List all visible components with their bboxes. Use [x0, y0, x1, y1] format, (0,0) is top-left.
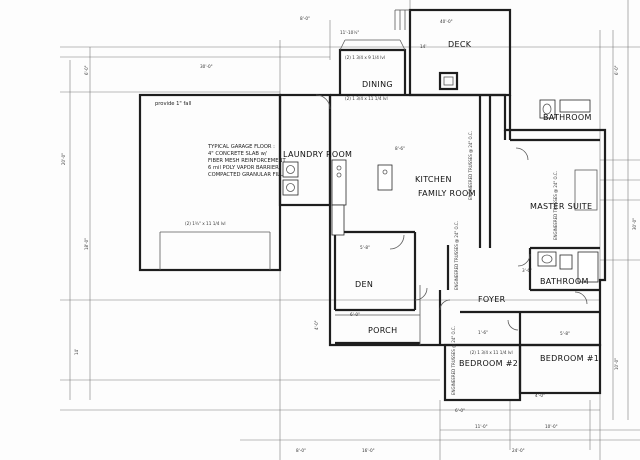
note-garage-floor: COMPACTED GRANULAR FILL — [208, 172, 283, 178]
room-bathroom-top: BATHROOM — [543, 113, 592, 122]
note-garage-floor: TYPICAL GARAGE FLOOR : — [207, 144, 275, 150]
fixtures — [282, 99, 599, 283]
room-family: FAMILY ROOM — [418, 189, 476, 198]
room-den: DEN — [355, 280, 373, 289]
dimension-labels: 8'-0" 40'-0" 30'-0" 14' 11'-10½" 16'-0" … — [61, 16, 637, 453]
note-header-garage: (2) 1¾" x 11 1/4 lvl — [185, 221, 226, 226]
truss-label: ENGINEERED TRUSSES @ 24" O.C. — [468, 131, 473, 200]
truss-label: ENGINEERED TRUSSES @ 24" O.C. — [451, 326, 456, 395]
dim-label: 40'-0" — [440, 19, 453, 24]
room-dining: DINING — [362, 80, 393, 89]
truss-label: ENGINEERED TRUSSES @ 24" O.C. — [553, 171, 558, 240]
walls — [138, 8, 607, 402]
dim-label: 4'-0" — [314, 320, 319, 330]
dim-label: 11'-0" — [475, 424, 488, 429]
dim-label: 8'-6" — [395, 146, 405, 151]
notes: provide 1" fall TYPICAL GARAGE FLOOR : 4… — [155, 55, 513, 355]
room-bedroom-1: BEDROOM #1 — [540, 354, 599, 363]
truss-label: ENGINEERED TRUSSES @ 24" O.C. — [454, 221, 459, 290]
note-header-dining: (2) 1 3/4 x 9 1/4 lvl — [345, 55, 385, 60]
dim-label: 6'-0" — [350, 312, 360, 317]
dim-label: 30'-0" — [632, 218, 637, 230]
dim-label: 5'-8" — [360, 245, 370, 250]
room-bedroom-2: BEDROOM #2 — [459, 359, 518, 368]
dim-label: 14' — [420, 44, 426, 49]
dim-label: 6'-0" — [84, 65, 89, 75]
room-labels: DECK DINING LAUNDRY ROOM KITCHEN FAMILY … — [283, 40, 599, 368]
room-deck: DECK — [448, 40, 472, 49]
dim-label: 20'-0" — [61, 153, 66, 165]
dim-label: 1'-6" — [478, 330, 488, 335]
dim-label: 3'-6" — [522, 268, 532, 273]
dim-label: 30'-0" — [200, 64, 213, 69]
room-laundry: LAUNDRY ROOM — [283, 150, 352, 159]
dim-label: 10'-0" — [545, 424, 558, 429]
note-garage-floor: 4" CONCRETE SLAB w/ — [208, 151, 267, 157]
room-foyer: FOYER — [478, 295, 506, 304]
dim-label: 10'-0" — [614, 358, 619, 370]
room-bathroom-mid: BATHROOM — [540, 277, 589, 286]
dim-label: 14' — [74, 349, 79, 355]
note-header-dining2: (2) 1 3/4 x 11 1/4 lvl — [345, 96, 388, 101]
dim-label: 5'-8" — [560, 331, 570, 336]
note-header-bedroom: (2) 1 3/4 x 11 1/4 lvl — [470, 350, 513, 355]
dim-label: 11'-10½" — [340, 30, 359, 35]
room-porch: PORCH — [368, 326, 397, 335]
room-master: MASTER SUITE — [530, 202, 592, 211]
truss-labels: ENGINEERED TRUSSES @ 24" O.C. ENGINEERED… — [451, 131, 558, 395]
dim-label: 24'-0" — [512, 448, 525, 453]
dim-label: 4'-0" — [535, 393, 545, 398]
room-kitchen: KITCHEN — [415, 175, 452, 184]
dim-label: 6'-0" — [614, 65, 619, 75]
dim-label: 18'-0" — [84, 238, 89, 250]
note-garage-floor: 6 mil POLY VAPOR BARRIER — [208, 165, 279, 171]
note-provide-fall: provide 1" fall — [155, 101, 191, 107]
doors — [315, 94, 588, 331]
dim-label: 6'-0" — [455, 408, 465, 413]
dim-label: 8'-0" — [300, 16, 310, 21]
dim-label: 8'-0" — [296, 448, 306, 453]
note-garage-floor: FIBER MESH REINFORCEMENT — [208, 158, 286, 164]
dim-label: 16'-0" — [362, 448, 375, 453]
